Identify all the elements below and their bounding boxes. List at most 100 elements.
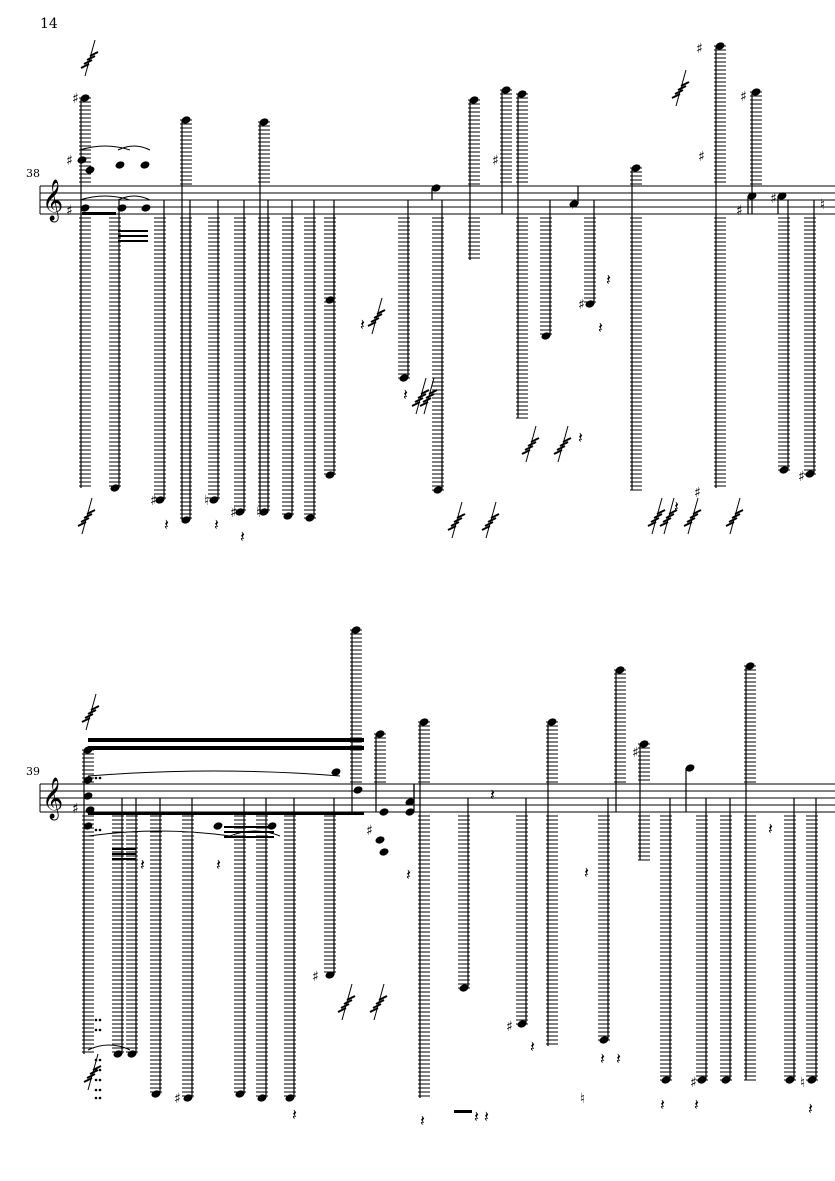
sharp-icon: ♯ xyxy=(72,801,79,817)
sharp-icon: ♯ xyxy=(66,153,73,169)
natural-icon: ♮ xyxy=(580,1091,585,1107)
note-head xyxy=(685,764,695,772)
sharp-icon: ♯ xyxy=(798,469,805,485)
rest-icon: 𝄽 xyxy=(140,855,145,874)
chord-note-head xyxy=(379,848,389,856)
note-head xyxy=(181,516,191,524)
note-head xyxy=(419,718,429,726)
note-head xyxy=(747,192,757,200)
note-head xyxy=(259,508,269,516)
note-head xyxy=(235,508,245,516)
rest-icon: 𝄽 xyxy=(578,428,583,447)
note-head xyxy=(405,808,415,816)
note-head xyxy=(631,164,641,172)
chord-note-head xyxy=(77,156,87,164)
staff-lines xyxy=(39,783,835,813)
note-head xyxy=(325,971,335,979)
note-head xyxy=(697,1076,707,1084)
note-head xyxy=(805,470,815,478)
rest-icon: 𝄽 xyxy=(598,318,603,337)
rest-icon: 𝄽 xyxy=(674,497,679,516)
rest-icon: 𝄽 xyxy=(808,1099,813,1118)
note-head xyxy=(745,662,755,670)
note-head xyxy=(433,486,443,494)
note-head xyxy=(547,718,557,726)
sharp-icon: ♯ xyxy=(698,149,705,165)
note-head xyxy=(127,1050,137,1058)
rest-icon: 𝄽 xyxy=(606,270,611,289)
note-head xyxy=(639,740,649,748)
note-head xyxy=(235,1090,245,1098)
note-head xyxy=(807,1076,817,1084)
note-head xyxy=(209,496,219,504)
chord-note-head xyxy=(85,166,95,174)
rest-icon: 𝄽 xyxy=(360,315,365,334)
chord-note-head xyxy=(83,776,93,784)
note-head xyxy=(469,96,479,104)
note-head xyxy=(751,88,761,96)
chord-note-head xyxy=(83,792,93,800)
note-group: ♯♯♯♯♯♯♯♮♮𝄽𝄽𝄽𝄽𝄽𝄽𝄽𝄽𝄽𝄽𝄽𝄽𝄽𝄽𝄽𝄽 xyxy=(72,626,818,1130)
note-head xyxy=(459,984,469,992)
note-head xyxy=(615,666,625,674)
note-head xyxy=(285,1094,295,1102)
note-head xyxy=(80,94,90,102)
note-head xyxy=(257,1094,267,1102)
sharp-icon: ♯ xyxy=(492,153,499,169)
treble-clef-icon: 𝄞 xyxy=(42,179,63,222)
note-head xyxy=(721,1076,731,1084)
note-head xyxy=(517,90,527,98)
rest-icon: 𝄽 xyxy=(616,1049,621,1068)
note-head xyxy=(183,1094,193,1102)
sharp-icon: ♯ xyxy=(690,1075,697,1091)
note-head xyxy=(661,1076,671,1084)
sharp-icon: ♯ xyxy=(770,191,777,207)
rest-icon: 𝄽 xyxy=(403,385,408,404)
rest-icon: 𝄽 xyxy=(660,1095,665,1114)
sharp-icon: ♯ xyxy=(736,203,743,219)
natural-icon: ♮ xyxy=(800,1075,805,1091)
sharp-icon: ♯ xyxy=(696,41,703,57)
rest-icon: 𝄽 xyxy=(600,1049,605,1068)
note-head xyxy=(715,42,725,50)
natural-icon: ♮ xyxy=(204,493,209,509)
note-head xyxy=(399,374,409,382)
rest-icon: 𝄽 xyxy=(490,785,495,804)
sharp-icon: ♯ xyxy=(66,203,73,219)
sharp-icon: ♯ xyxy=(230,505,237,521)
rest-icon: 𝄽 xyxy=(530,1037,535,1056)
chord-note-head xyxy=(331,768,341,776)
rest-icon: 𝄽 xyxy=(240,527,245,546)
sharp-icon: ♯ xyxy=(312,969,319,985)
chord-note-head xyxy=(141,204,151,212)
sharp-icon: ♯ xyxy=(694,485,701,501)
note-head xyxy=(325,296,335,304)
note-head xyxy=(151,1090,161,1098)
measure-number-39: 39 xyxy=(26,765,40,778)
natural-icon: ♮ xyxy=(820,197,825,213)
note-head xyxy=(181,116,191,124)
note-head xyxy=(779,466,789,474)
rest-icon: 𝄽 xyxy=(694,1095,699,1114)
note-head xyxy=(541,332,551,340)
note-head xyxy=(501,86,511,94)
chord-note-head xyxy=(117,204,127,212)
sharp-icon: ♯ xyxy=(578,297,585,313)
note-head xyxy=(431,184,441,192)
chord-note-head xyxy=(353,786,363,794)
note-head xyxy=(110,484,120,492)
rest-icon: 𝄽 xyxy=(292,1105,297,1124)
note-head xyxy=(155,496,165,504)
natural-icon: ♮ xyxy=(256,505,261,521)
rest-icon: 𝄽 xyxy=(474,1107,479,1126)
page-number: 14 xyxy=(40,16,58,32)
sharp-icon: ♯ xyxy=(150,493,157,509)
rest-icon: 𝄽 xyxy=(768,819,773,838)
chord-note-head xyxy=(83,822,93,830)
note-head xyxy=(785,1076,795,1084)
rest-icon: 𝄽 xyxy=(406,865,411,884)
rest-icon: 𝄽 xyxy=(164,515,169,534)
note-head xyxy=(351,626,361,634)
music-system-1: 𝄞 ♯♯♯♯♮♯♮♯♯♯♯♯♯♯♯♯♯♮𝄽𝄽𝄽𝄽𝄽𝄽𝄽𝄽𝄽 xyxy=(39,39,835,546)
